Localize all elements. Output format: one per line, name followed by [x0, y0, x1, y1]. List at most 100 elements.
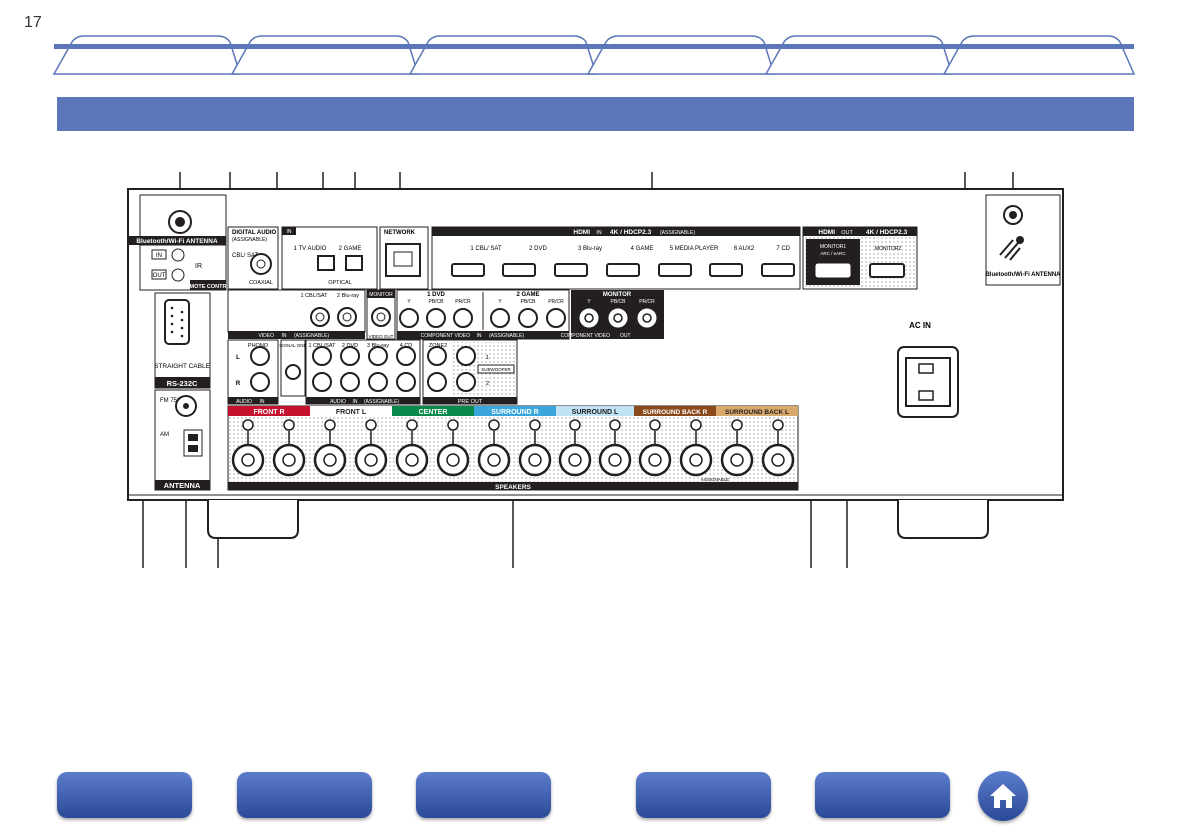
tab-2[interactable]: [230, 35, 420, 75]
ir-out-jack[interactable]: [171, 268, 185, 282]
zone2-r-jack[interactable]: [427, 372, 447, 392]
tab-1[interactable]: [52, 35, 242, 75]
component-in-badge: IN: [477, 333, 482, 339]
optical-1-port[interactable]: [317, 255, 335, 271]
subwoofer-2-label: 2: [486, 381, 489, 387]
audio-in-jack[interactable]: [340, 346, 360, 366]
component-jack[interactable]: [426, 308, 446, 328]
foot-left: [207, 500, 299, 539]
hdmi-in-port[interactable]: [606, 263, 640, 277]
tab-underline: [54, 44, 1134, 49]
hdmi-in-port[interactable]: [709, 263, 743, 277]
tab-4[interactable]: [586, 35, 776, 75]
hdmi-in-port[interactable]: [554, 263, 588, 277]
optical-2-label: 2 GAME: [339, 246, 362, 252]
ir-in-jack[interactable]: [171, 248, 185, 262]
comp-mon-pr-label: PR/CR: [639, 299, 655, 305]
hdmi-monitor2-label: MONITOR2: [875, 246, 902, 252]
audio-in-jack[interactable]: [340, 372, 360, 392]
am-antenna-terminal[interactable]: [183, 429, 203, 457]
hdmi-monitor2-port[interactable]: [869, 263, 905, 278]
optical-1-label: 1 TV AUDIO: [294, 246, 327, 252]
audio-in-jack[interactable]: [396, 346, 416, 366]
speaker-surround-back-r-label: SURROUND BACK R: [643, 409, 708, 416]
signal-gnd-terminal[interactable]: [285, 364, 301, 380]
home-button[interactable]: [978, 771, 1028, 821]
nav-button-3[interactable]: [416, 772, 551, 818]
audio-in-phono-badge: IN: [260, 399, 265, 405]
coaxial-label: COAXIAL: [249, 280, 273, 286]
tab-5[interactable]: [764, 35, 954, 75]
video-in-badge: IN: [282, 333, 287, 339]
network-label: NETWORK: [384, 230, 416, 236]
ir-label: IR: [195, 263, 202, 270]
component-out-title: COMPONENT VIDEO: [561, 333, 610, 339]
component-monitor-jack[interactable]: [608, 308, 628, 328]
rs232c-port[interactable]: [164, 299, 190, 345]
component-jack[interactable]: [518, 308, 538, 328]
component-in-title: COMPONENT VIDEO: [421, 333, 470, 339]
digital-audio-assignable: (ASSIGNABLE): [232, 237, 267, 243]
phono-l-jack[interactable]: [250, 346, 270, 366]
audio-in-jack[interactable]: [312, 346, 332, 366]
zone2-label: ZONE2: [429, 343, 447, 349]
component-monitor-jack[interactable]: [579, 308, 599, 328]
component-monitor-jack[interactable]: [637, 308, 657, 328]
optical-2-port[interactable]: [345, 255, 363, 271]
component-jack[interactable]: [399, 308, 419, 328]
hdmi-in-badge: IN: [596, 230, 602, 236]
hdmi-arc-label: ARC / eARC: [820, 251, 846, 256]
bt-antenna-right-label: Bluetooth/Wi-Fi ANTENNA: [985, 272, 1061, 278]
hdmi-port-4-label: 4 GAME: [631, 246, 654, 252]
nav-button-4[interactable]: [636, 772, 771, 818]
comp-mon-pb-label: PB/CB: [610, 299, 626, 305]
optical-in-badge: IN: [287, 229, 292, 235]
zone2-l-jack[interactable]: [427, 346, 447, 366]
hdmi-in-port[interactable]: [761, 263, 795, 277]
audio-in-jack[interactable]: [396, 372, 416, 392]
phono-r-label: R: [236, 381, 241, 387]
optical-label: OPTICAL: [328, 280, 352, 286]
audio-in-jack[interactable]: [312, 372, 332, 392]
bt-antenna-left-label: Bluetooth/Wi-Fi ANTENNA: [136, 238, 218, 245]
rs232c-label: RS-232C: [167, 379, 198, 388]
audio-in-3-label: 3 Blu-ray: [367, 343, 389, 349]
speakers-assignable-label: ASSIGNABLE: [701, 477, 730, 482]
tab-6[interactable]: [942, 35, 1136, 75]
hdmi-in-port[interactable]: [451, 263, 485, 277]
hdmi-in-port[interactable]: [502, 263, 536, 277]
tab-3[interactable]: [408, 35, 598, 75]
comp1-pr-label: PR/CR: [455, 299, 471, 305]
hdmi-out-spec: 4K / HDCP2.3: [866, 229, 908, 236]
remote-control-label: REMOTE CONTROL: [182, 284, 235, 290]
nav-button-1[interactable]: [57, 772, 192, 818]
nav-button-2[interactable]: [237, 772, 372, 818]
comp1-y-label: Y: [407, 299, 411, 305]
speaker-surround-r-label: SURROUND R: [491, 409, 538, 416]
comp-mon-y-label: Y: [587, 299, 591, 305]
polarity-icons: [242, 419, 784, 431]
audio-in-jack[interactable]: [368, 346, 388, 366]
ir-in-label: IN: [156, 253, 162, 259]
nav-button-5[interactable]: [815, 772, 950, 818]
hdmi-out-title: HDMI: [818, 229, 835, 236]
video-in-assignable: (ASSIGNABLE): [294, 333, 329, 339]
video-in-title: VIDEO: [258, 333, 274, 339]
phono-r-jack[interactable]: [250, 372, 270, 392]
page-number: 17: [24, 14, 42, 31]
video-out-label: VIDEO OUT: [369, 334, 394, 339]
hdmi-port-2-label: 2 DVD: [529, 246, 547, 252]
component-jack[interactable]: [490, 308, 510, 328]
hdmi-port-5-label: 5 MEDIA PLAYER: [670, 246, 719, 252]
component-jack[interactable]: [453, 308, 473, 328]
subwoofer-2-jack[interactable]: [456, 372, 476, 392]
component-jack[interactable]: [546, 308, 566, 328]
speaker-surround-back-l-label: SURROUND BACK L: [725, 409, 789, 416]
audio-in-jack[interactable]: [368, 372, 388, 392]
subwoofer-1-jack[interactable]: [456, 346, 476, 366]
hdmi-monitor1-port[interactable]: [815, 263, 851, 278]
component-in-assignable: (ASSIGNABLE): [489, 333, 524, 339]
hdmi-in-spec: 4K / HDCP2.3: [610, 229, 652, 236]
hdmi-in-port[interactable]: [658, 263, 692, 277]
tab-bar: [52, 35, 1136, 75]
